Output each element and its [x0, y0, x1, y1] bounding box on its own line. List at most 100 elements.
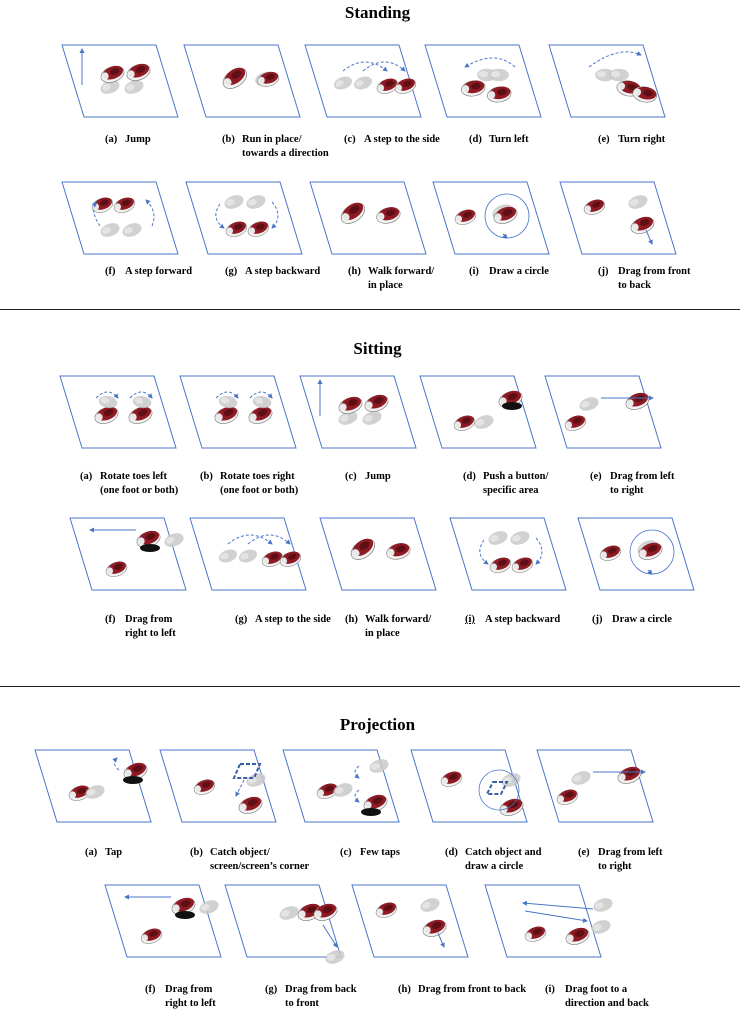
turn-left-icon [461, 57, 516, 103]
ghost-shoe [333, 783, 353, 797]
shoe [338, 396, 363, 414]
panel-caption: (f)Drag from right to left [145, 983, 216, 1011]
caption-label: A step backward [245, 266, 321, 277]
gesture-panel [319, 517, 437, 591]
shoe [617, 766, 642, 784]
motion-arrow [145, 199, 155, 227]
floor-plane [304, 44, 422, 118]
gesture-panel [484, 884, 613, 958]
gesture-panel [304, 44, 422, 118]
rotate-left-icon [94, 391, 153, 424]
gesture-panel [559, 181, 677, 255]
shoe [440, 771, 463, 787]
caption-label: Drag from left to right [610, 471, 675, 496]
caption-label: Walk forward/ in place [368, 266, 435, 291]
foot-shadow [123, 776, 143, 784]
caption-letter: (h) [345, 614, 358, 625]
side-step-icon [333, 61, 417, 94]
few-taps-icon [316, 759, 389, 816]
motion-arrow [215, 203, 225, 229]
gesture-panel [351, 884, 469, 958]
ghost-shoe [325, 950, 345, 964]
caption-letter: (b) [200, 471, 213, 482]
panel-caption: (c)Jump [345, 470, 391, 484]
shoe [136, 530, 161, 548]
shoe [313, 903, 338, 921]
walk-icon [340, 202, 401, 224]
ghost-shoe [98, 395, 118, 409]
ghost-shoe [579, 397, 599, 411]
ghost-shoe [362, 411, 382, 425]
shoe [100, 65, 125, 83]
panel-caption: (c)A step to the side [344, 133, 440, 147]
ghost-shoe [218, 549, 238, 563]
caption-letter: (c) [345, 471, 357, 482]
panel-caption: (h)Walk forward/ in place [348, 265, 434, 293]
shoe [350, 538, 376, 560]
foot-shadow [361, 808, 381, 816]
caption-label: Drag from left to right [598, 847, 663, 872]
caption-letter: (d) [469, 134, 482, 145]
motion-arrow [235, 779, 245, 797]
shoe [91, 197, 114, 213]
ghost-shoe [252, 395, 272, 409]
gesture-panel [577, 517, 695, 591]
gesture-panel [104, 884, 222, 958]
shoe [461, 80, 486, 97]
gesture-panel [61, 181, 179, 255]
drag-left-right-icon [556, 766, 646, 805]
shoe [126, 63, 151, 81]
caption-label: Drag from front to back [418, 984, 527, 995]
caption-letter: (f) [105, 614, 116, 625]
panel-caption: (i)A step backward [465, 613, 560, 627]
floor-plane [484, 884, 602, 958]
gesture-panel [432, 181, 550, 255]
caption-label: Drag from right to left [125, 614, 176, 639]
section-title-standing: Standing [344, 3, 411, 22]
gesture-panel [544, 375, 662, 449]
caption-label: Draw a circle [612, 614, 672, 625]
shoe [489, 557, 512, 573]
panel-caption: (d)Turn left [469, 133, 529, 147]
shoe [363, 794, 388, 812]
ghost-shoe [218, 395, 238, 409]
caption-label: Drag foot to a direction and back [565, 984, 649, 1009]
motion-arrow [112, 757, 120, 771]
ghost-shoe [369, 759, 389, 773]
ghost-shoe [199, 900, 219, 914]
floor-plane [189, 517, 307, 591]
gesture-panel [224, 884, 345, 964]
gesture-panel [548, 44, 666, 118]
drag-front-back-icon [375, 898, 447, 948]
ghost-shoe [338, 411, 358, 425]
gesture-panel [69, 517, 187, 591]
shoe [340, 202, 366, 224]
caption-label: A step to the side [255, 614, 331, 625]
panel-caption: (f) Drag from right to left [105, 613, 176, 641]
motion-arrow [362, 61, 406, 72]
caption-letter: (b) [190, 847, 203, 858]
shoe [364, 394, 389, 412]
gesture-panel [309, 181, 427, 255]
ghost-shoe [353, 76, 373, 90]
target-object [485, 781, 509, 795]
ghost-shoe [246, 195, 266, 209]
caption-label: Push a button/ specific area [483, 471, 549, 496]
foot-shadow [502, 402, 522, 410]
caption-label: Jump [125, 134, 151, 145]
shoe [257, 71, 280, 87]
jump-icon [317, 379, 389, 425]
caption-letter: (i) [545, 984, 555, 995]
step-backward-icon [479, 531, 543, 573]
shoe [375, 902, 398, 918]
panel-caption: (a)Jump [105, 133, 151, 147]
caption-letter: (c) [344, 134, 356, 145]
floor-plane [559, 181, 677, 255]
caption-letter: (i) [465, 614, 475, 625]
drag-right-left-icon [124, 894, 219, 944]
catch-object-icon [193, 763, 266, 814]
floor-plane [536, 749, 654, 823]
ghost-shoe [85, 785, 105, 799]
ghost-shoe [628, 195, 648, 209]
gesture-panel [536, 749, 654, 823]
